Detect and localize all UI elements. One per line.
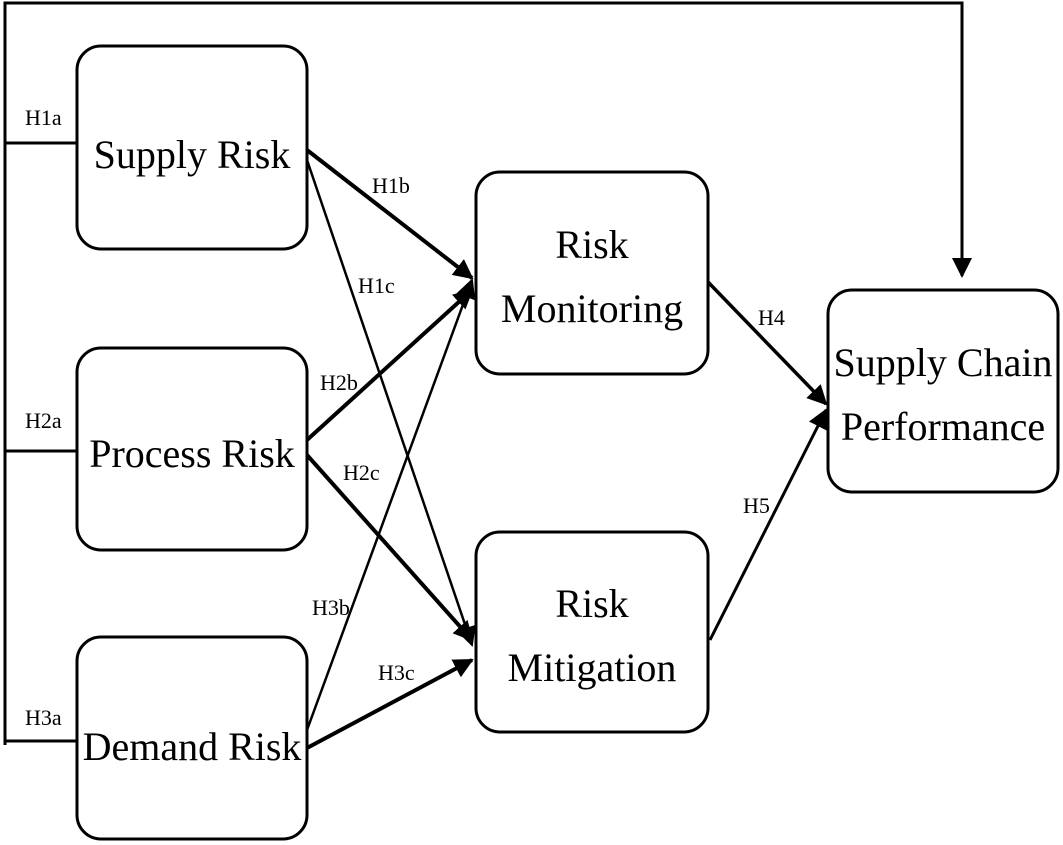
node-demand-risk: Demand Risk: [75, 635, 309, 841]
edge-label-h1a: H1a: [25, 105, 62, 130]
node-scp-line2: Performance: [841, 404, 1045, 449]
node-risk-mitigation: Risk Mitigation: [474, 530, 710, 734]
node-scp-line1: Supply Chain: [834, 340, 1053, 385]
edge-label-h3c: H3c: [378, 660, 415, 685]
node-supply-risk-label: Supply Risk: [94, 132, 291, 177]
edge-h3c: [306, 658, 474, 750]
edge-h4: [706, 280, 828, 406]
edges: [305, 148, 828, 750]
edge-label-h2c: H2c: [343, 460, 380, 485]
direct-effect-connector: [3, 1, 972, 745]
node-risk-mitigation-line1: Risk: [555, 581, 628, 626]
edge-label-h1c: H1c: [358, 273, 395, 298]
edge-label-h4: H4: [758, 305, 785, 330]
edge-h1b: [305, 148, 474, 280]
node-risk-monitoring: Risk Monitoring: [474, 170, 710, 376]
edge-labels: H1a H2a H3a H1b H1c H2b H2c H3b H3c H4 H…: [25, 105, 785, 730]
edge-label-h2a: H2a: [25, 408, 62, 433]
node-risk-monitoring-line1: Risk: [555, 222, 628, 267]
edge-label-h1b: H1b: [372, 173, 410, 198]
node-process-risk: Process Risk: [75, 346, 309, 552]
edge-label-h5: H5: [743, 493, 770, 518]
node-risk-mitigation-line2: Mitigation: [508, 645, 677, 690]
edge-h1c: [305, 159, 476, 647]
edge-h3b: [305, 278, 476, 731]
node-supply-risk: Supply Risk: [75, 44, 309, 251]
edge-h2c: [305, 453, 474, 642]
edge-label-h2b: H2b: [320, 370, 358, 395]
edge-label-h3b: H3b: [312, 595, 350, 620]
node-demand-risk-label: Demand Risk: [83, 724, 302, 769]
node-process-risk-label: Process Risk: [89, 431, 295, 476]
node-supply-chain-performance: Supply Chain Performance: [826, 288, 1060, 494]
edge-label-h3a: H3a: [25, 705, 62, 730]
edge-h5: [708, 408, 828, 641]
node-risk-monitoring-line2: Monitoring: [501, 286, 683, 331]
edge-h2b: [305, 288, 474, 442]
